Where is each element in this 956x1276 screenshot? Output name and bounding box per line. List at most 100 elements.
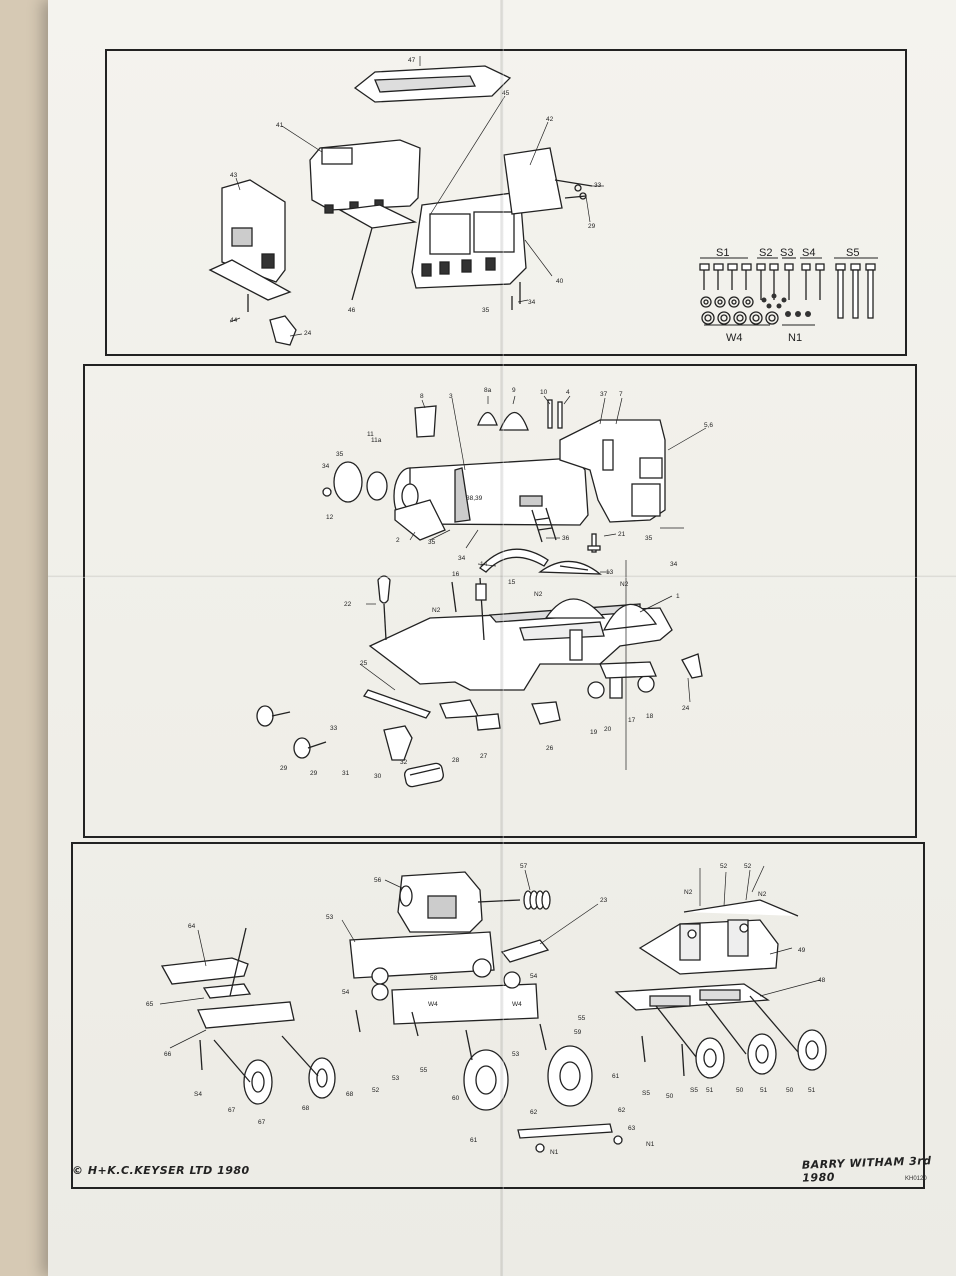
part-motor-bracket	[500, 939, 550, 963]
part-wheels-front	[213, 1035, 336, 1105]
part-number-label: 61	[470, 1137, 478, 1144]
paper-fold-vertical	[500, 0, 504, 1276]
part-number-label: 54	[530, 973, 538, 980]
part-number-label: 56	[374, 877, 382, 884]
part-number-label: 5,6	[704, 422, 713, 429]
part-number-label: 15	[508, 579, 516, 586]
part-number-label: 24	[682, 705, 690, 712]
part-number-label: 33	[330, 725, 338, 732]
part-number-label: 33	[594, 182, 602, 189]
part-number-label: 10	[540, 389, 548, 396]
part-smokebox-front	[394, 499, 446, 541]
leader-lines-panel1	[229, 56, 604, 337]
part-number-label: 50	[786, 1087, 794, 1094]
paper-fold-horizontal	[48, 575, 956, 578]
hardware-type-label: W4	[726, 332, 743, 344]
part-buffer-beam	[256, 689, 432, 759]
part-number-label: 58	[430, 975, 438, 982]
part-number-label: S5	[690, 1087, 698, 1094]
part-frame-plate	[208, 259, 292, 312]
part-cab-roof	[353, 65, 512, 103]
hardware-type-label: N1	[788, 332, 802, 344]
part-number-label: 55	[578, 1015, 586, 1022]
part-number-label: 1	[676, 593, 680, 600]
leader-lines-panel2	[359, 395, 707, 770]
part-number-label: 41	[276, 122, 284, 129]
reference-code: KH0120	[905, 1176, 927, 1182]
part-number-label: 34	[528, 299, 536, 306]
part-number-label: 27	[480, 753, 488, 760]
part-axle-boxes	[587, 661, 657, 699]
part-number-label: 17	[628, 717, 636, 724]
part-coupling-rod	[517, 1123, 623, 1153]
part-number-label: 50	[666, 1093, 674, 1100]
part-number-label: 24	[304, 330, 312, 337]
part-bogie-top	[160, 927, 295, 1029]
part-number-label: 50	[736, 1087, 744, 1094]
part-number-label: 53	[392, 1075, 400, 1082]
part-number-label: 34	[458, 555, 466, 562]
part-ashpan	[404, 762, 444, 788]
part-splashers	[479, 548, 602, 575]
part-number-label: N2	[758, 891, 767, 898]
part-footplate-side	[309, 139, 421, 214]
part-number-label: 23	[600, 897, 608, 904]
hardware-group-label: S5	[846, 247, 859, 259]
part-number-label: 47	[408, 57, 416, 64]
part-number-label: W4	[428, 1001, 438, 1008]
part-number-label: 28	[452, 757, 460, 764]
part-side-tank	[411, 191, 527, 289]
part-rear-bogie	[614, 899, 799, 1063]
part-number-label: 22	[344, 601, 352, 608]
part-number-label: 64	[188, 923, 196, 930]
part-number-label: 46	[348, 307, 356, 314]
part-number-label: 68	[302, 1105, 310, 1112]
part-ladder	[519, 495, 557, 543]
part-rear-wheels	[695, 1029, 827, 1079]
hardware-group-label: S4	[802, 247, 815, 259]
hardware-group-label: S2	[759, 247, 772, 259]
part-number-label: 19	[590, 729, 598, 736]
part-number-label: N1	[550, 1149, 559, 1156]
copyright-credit: © H+K.C.KEYSER LTD 1980	[72, 1164, 250, 1177]
hardware-group-label: S1	[716, 247, 729, 259]
part-number-label: 55	[420, 1067, 428, 1074]
part-number-label: 57	[520, 863, 528, 870]
part-number-label: 30	[374, 773, 382, 780]
part-number-label: 16	[452, 571, 460, 578]
part-number-label: 43	[230, 172, 238, 179]
panel-body-frame	[105, 49, 907, 356]
part-number-label: 52	[744, 863, 752, 870]
part-wheel-splashers-chassis	[544, 598, 658, 661]
part-number-label: S4	[194, 1091, 202, 1098]
part-number-label: 4	[566, 389, 570, 396]
part-number-label: 29	[280, 765, 288, 772]
part-number-label: 8a	[484, 387, 492, 394]
part-number-label: 42	[546, 116, 554, 123]
part-number-label: 32	[400, 759, 408, 766]
part-number-label: 52	[372, 1087, 380, 1094]
part-number-label: 49	[798, 947, 806, 954]
part-number-label: 54	[342, 989, 350, 996]
part-clack-valve	[587, 533, 601, 553]
part-number-label: 67	[258, 1119, 266, 1126]
part-dome-chimney	[414, 399, 563, 438]
part-number-label: 34	[322, 463, 330, 470]
part-smokebox-door	[322, 461, 388, 503]
part-number-label: N2	[432, 607, 441, 614]
part-number-label: 25	[360, 660, 368, 667]
part-number-label: 20	[604, 726, 612, 733]
part-number-label: 62	[530, 1109, 538, 1116]
part-number-label: 37	[600, 391, 608, 398]
part-number-label: 53	[326, 914, 334, 921]
part-number-label: 35	[645, 535, 653, 542]
part-rear-panel	[503, 147, 593, 215]
part-screws-panel3	[199, 1009, 685, 1077]
part-number-label: 61	[612, 1073, 620, 1080]
part-bracket	[269, 315, 297, 346]
part-number-label: 68	[346, 1091, 354, 1098]
part-number-label: 51	[760, 1087, 768, 1094]
part-number-label: N1	[646, 1141, 655, 1148]
part-number-label: N2	[534, 591, 543, 598]
